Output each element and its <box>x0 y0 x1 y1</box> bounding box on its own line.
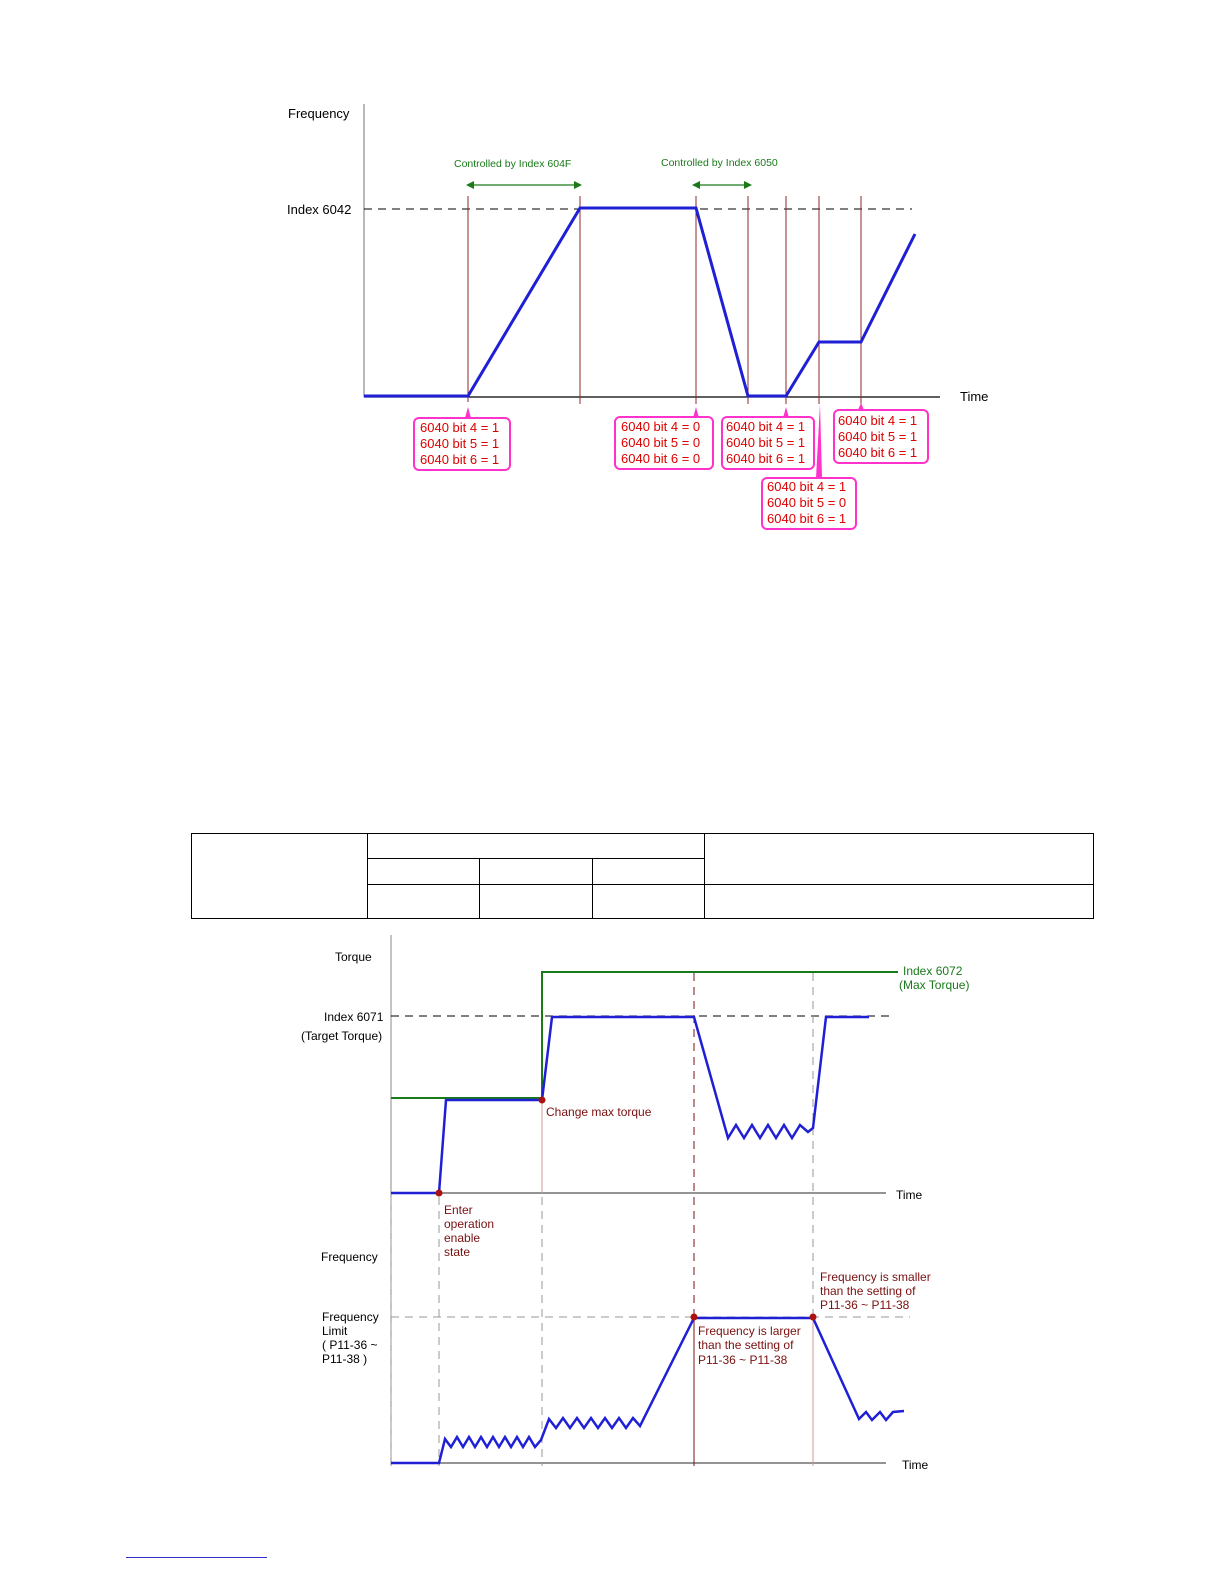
enter-operation-note: enable <box>444 1231 480 1245</box>
pointer-icon <box>858 403 864 410</box>
freq-larger-note: P11-36 ~ P11-38 <box>698 1353 788 1367</box>
enter-operation-note: state <box>444 1245 470 1259</box>
target-torque-label: (Target Torque) <box>301 1029 382 1043</box>
enter-operation-note: operation <box>444 1217 494 1231</box>
torque-profile <box>391 1015 869 1195</box>
event-dot <box>538 1096 546 1104</box>
time-label-top: Time <box>896 1188 923 1202</box>
parameter-table <box>191 832 1095 920</box>
bit-line: 6040 bit 5 = 1 <box>420 436 499 451</box>
max-torque-label: Index 6072 <box>903 964 963 978</box>
frequency-profile <box>364 206 917 398</box>
event-lines <box>467 196 862 404</box>
bit-line: 6040 bit 4 = 0 <box>621 419 700 434</box>
freq-larger-note: Frequency is larger <box>698 1324 801 1338</box>
bit-line: 6040 bit 6 = 1 <box>420 452 499 467</box>
frequency-limit-label: Frequency <box>322 1310 379 1324</box>
level-label: Index 6042 <box>287 202 351 217</box>
bit-line: 6040 bit 4 = 1 <box>726 419 805 434</box>
bit-line: 6040 bit 4 = 1 <box>420 420 499 435</box>
freq-smaller-note: than the setting of <box>820 1284 916 1298</box>
pointer-icon <box>693 407 699 418</box>
bit-line: 6040 bit 6 = 1 <box>838 445 917 460</box>
y-axis-label: Frequency <box>288 106 350 121</box>
frequency-control-diagram: Frequency Time Index 6042 Controlled by … <box>287 104 988 530</box>
freq-smaller-note: Frequency is smaller <box>820 1270 931 1284</box>
bit-line: 6040 bit 6 = 1 <box>767 511 846 526</box>
frequency-limit-label: Limit <box>322 1324 348 1338</box>
bit-box-4: 6040 bit 4 = 1 6040 bit 5 = 0 6040 bit 6… <box>761 477 857 530</box>
bit-line: 6040 bit 4 = 1 <box>767 479 846 494</box>
frequency-axis-label: Frequency <box>321 1250 378 1264</box>
bit-line: 6040 bit 5 = 1 <box>726 435 805 450</box>
table-cell <box>704 883 1095 920</box>
pointer-icon <box>465 407 471 418</box>
event-dot <box>809 1313 817 1321</box>
torque-axis-label: Torque <box>335 950 372 964</box>
freq-smaller-note: P11-36 ~ P11-38 <box>820 1298 910 1312</box>
frequency-limit-label: ( P11-36 ~ <box>322 1338 377 1352</box>
table-cell <box>704 833 1095 885</box>
bit-box-5: 6040 bit 4 = 1 6040 bit 5 = 1 6040 bit 6… <box>833 409 929 464</box>
max-torque-label: (Max Torque) <box>899 978 969 992</box>
bit-line: 6040 bit 6 = 1 <box>726 451 805 466</box>
event-dot <box>690 1313 698 1321</box>
event-dot <box>435 1189 443 1197</box>
arrowhead-left-icon <box>466 181 474 189</box>
table-cell <box>191 833 368 919</box>
arrow-label-604f: Controlled by Index 604F <box>454 158 571 170</box>
vertical-guides <box>390 973 814 1466</box>
target-torque-label: Index 6071 <box>324 1010 384 1024</box>
bit-box-3: 6040 bit 4 = 1 6040 bit 5 = 1 6040 bit 6… <box>721 416 815 470</box>
arrowhead-right-icon <box>744 181 752 189</box>
arrow-label-6050: Controlled by Index 6050 <box>661 157 778 169</box>
arrowhead-right-icon <box>574 181 582 189</box>
table-cell <box>367 883 480 920</box>
pointer-icon <box>783 407 789 418</box>
table-cell <box>479 858 593 885</box>
table-cell <box>591 883 706 920</box>
pointer-icon <box>816 404 822 478</box>
bit-box-2: 6040 bit 4 = 0 6040 bit 5 = 0 6040 bit 6… <box>614 416 714 470</box>
max-torque-line <box>391 971 898 1099</box>
bit-line: 6040 bit 5 = 0 <box>621 435 700 450</box>
bit-box-pointers <box>465 403 864 478</box>
table-cell <box>367 858 480 885</box>
x-axis-label: Time <box>960 389 988 404</box>
table-cell <box>479 883 593 920</box>
time-label-bottom: Time <box>902 1458 929 1472</box>
bit-line: 6040 bit 4 = 1 <box>838 413 917 428</box>
table-cell <box>591 858 706 885</box>
freq-larger-note: than the setting of <box>698 1338 794 1352</box>
enter-operation-note: Enter <box>444 1203 473 1217</box>
bit-line: 6040 bit 6 = 0 <box>621 451 700 466</box>
bit-box-1: 6040 bit 4 = 1 6040 bit 5 = 1 6040 bit 6… <box>413 417 511 471</box>
frequency-limit-label: P11-38 ) <box>322 1352 367 1366</box>
frequency-profile <box>391 1316 905 1465</box>
footer-link-underline <box>126 1557 267 1558</box>
arrowhead-left-icon <box>692 181 700 189</box>
change-max-torque-note: Change max torque <box>546 1105 652 1119</box>
table-cell <box>366 832 706 860</box>
bit-line: 6040 bit 5 = 1 <box>838 429 917 444</box>
bit-line: 6040 bit 5 = 0 <box>767 495 846 510</box>
